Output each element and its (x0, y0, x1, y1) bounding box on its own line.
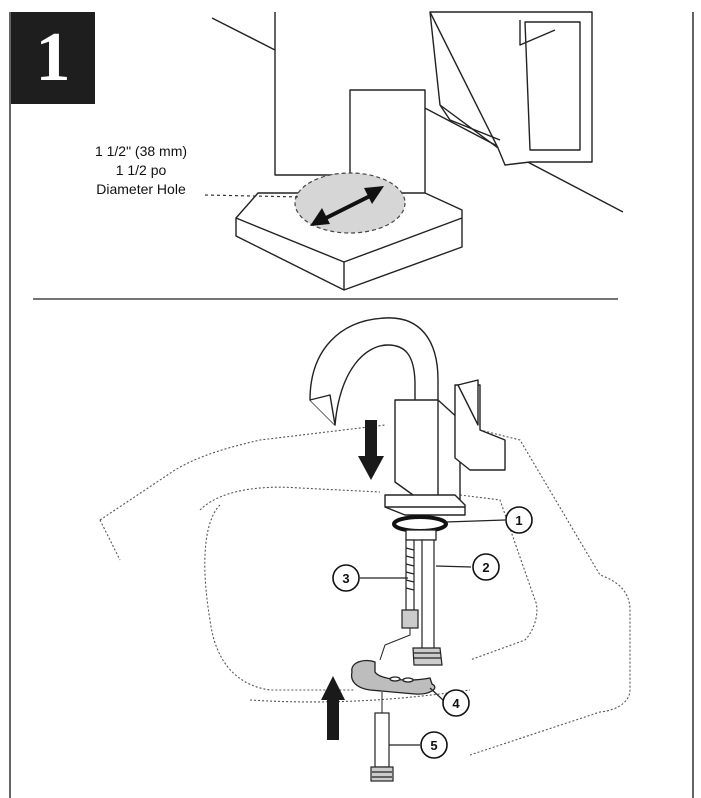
hole-description: Diameter Hole (96, 181, 186, 197)
top-panel-drawing (211, 11, 624, 291)
threaded-stud (401, 539, 419, 629)
step-number-badge: 1 (11, 12, 95, 104)
hole-size-french: 1 1/2 po (115, 162, 167, 178)
hole-size-imperial: 1 1/2" (38 mm) (94, 143, 188, 159)
mounting-bracket (350, 659, 436, 695)
part-callout-4: 4 (442, 689, 470, 717)
part-number-4: 4 (452, 696, 460, 711)
part-callout-2: 2 (472, 553, 500, 581)
spout (309, 317, 439, 471)
part-number-1: 1 (515, 513, 522, 528)
hole-diameter-label: 1 1/2" (38 mm) 1 1/2 po Diameter Hole (66, 142, 216, 199)
part-number-2: 2 (482, 560, 489, 575)
faucet-base (384, 494, 466, 516)
mounting-nut (370, 712, 394, 782)
base-plate (235, 192, 463, 291)
part-number-5: 5 (430, 738, 437, 753)
faucet-column (394, 399, 461, 501)
part-callout-5: 5 (420, 731, 448, 759)
down-arrow-icon (358, 420, 384, 480)
supply-line (412, 539, 443, 666)
faucet-drawing (309, 317, 506, 516)
faucet-body-outline (274, 12, 350, 176)
callout-leaders (360, 519, 506, 746)
part-number-3: 3 (342, 571, 349, 586)
faucet-handle (454, 384, 506, 471)
hole-leader-line (204, 194, 301, 198)
part-callout-1: 1 (505, 506, 533, 534)
gasket (392, 515, 448, 533)
part-callout-3: 3 (332, 564, 360, 592)
diameter-arrow-icon (310, 186, 384, 226)
sink-outline (99, 424, 631, 756)
up-arrow-icon (321, 676, 345, 740)
counter-edge-left (211, 17, 276, 51)
